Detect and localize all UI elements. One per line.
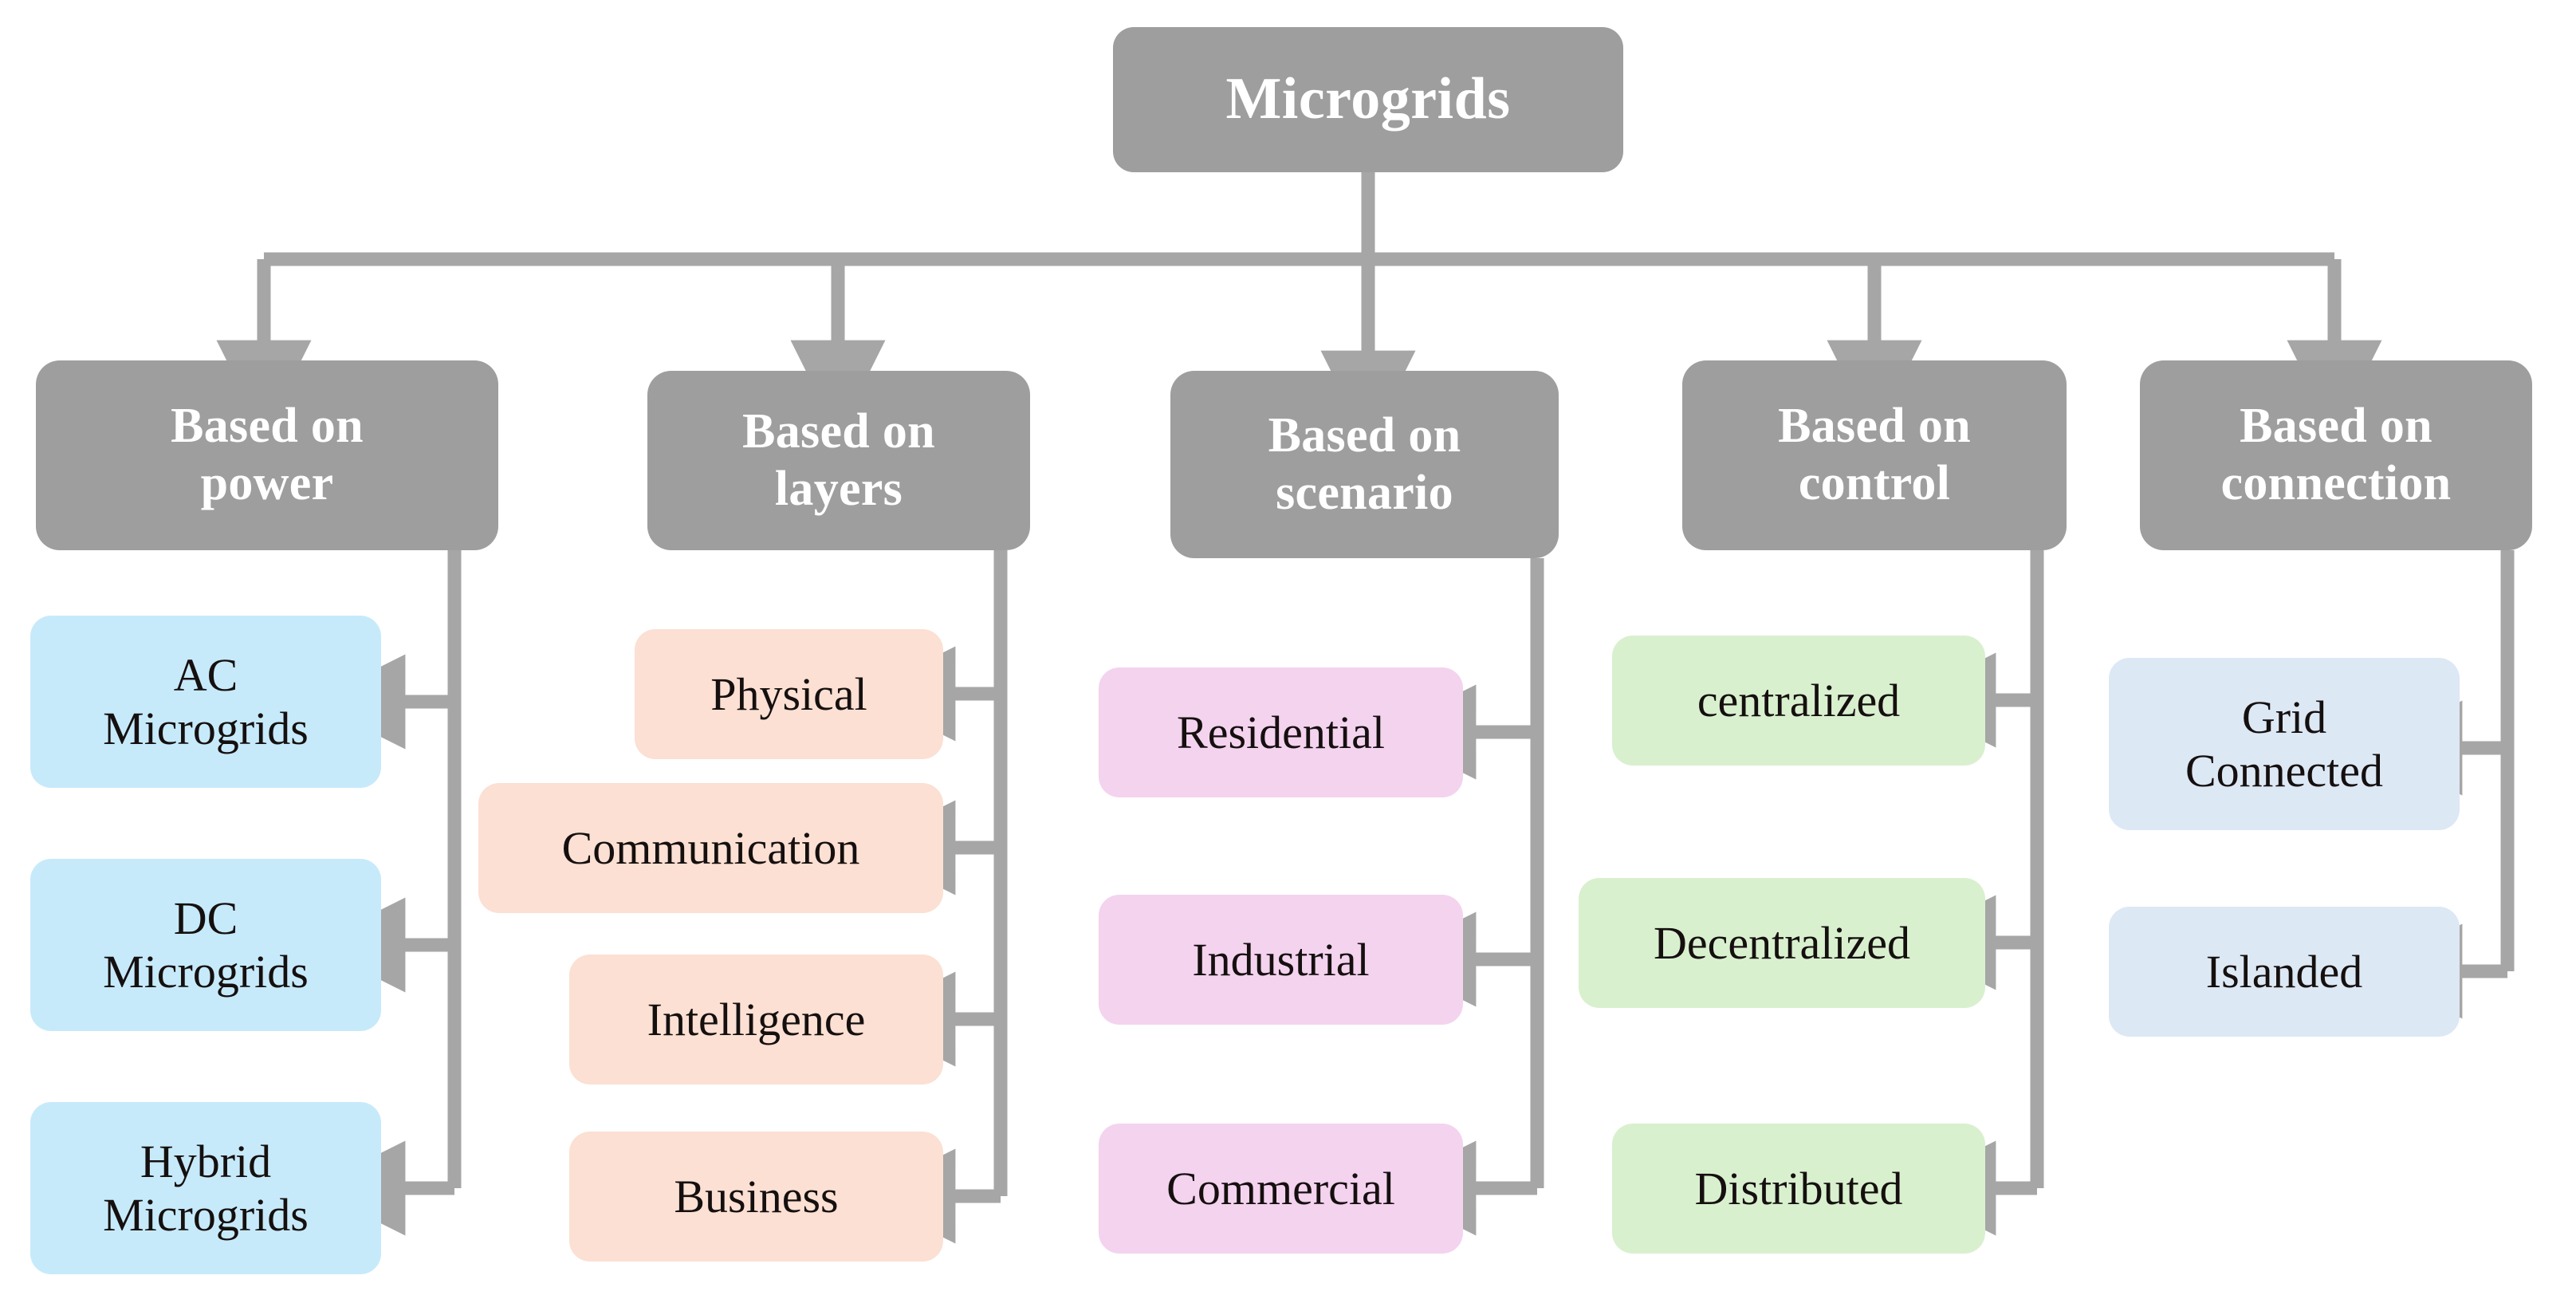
leaf-node-centralized[interactable]: centralized [1612, 636, 1985, 766]
leaf-node-grid-connected[interactable]: Grid Connected [2109, 658, 2460, 830]
leaf-node-physical[interactable]: Physical [635, 629, 943, 759]
category-node-connection[interactable]: Based on connection [2140, 360, 2532, 550]
leaf-node-decentralized[interactable]: Decentralized [1579, 878, 1985, 1008]
category-node-layers[interactable]: Based on layers [647, 371, 1030, 550]
leaf-node-intelligence[interactable]: Intelligence [569, 955, 943, 1085]
leaf-node-islanded[interactable]: Islanded [2109, 907, 2460, 1037]
leaf-node-distributed[interactable]: Distributed [1612, 1124, 1985, 1254]
leaf-node-communication[interactable]: Communication [478, 783, 943, 913]
leaf-node-business[interactable]: Business [569, 1132, 943, 1262]
leaf-node-hybrid-microgrids[interactable]: Hybrid Microgrids [30, 1102, 381, 1274]
category-node-scenario[interactable]: Based on scenario [1170, 371, 1559, 558]
root-node-microgrids[interactable]: Microgrids [1113, 27, 1623, 172]
leaf-node-residential[interactable]: Residential [1099, 667, 1463, 797]
leaf-node-ac-microgrids[interactable]: AC Microgrids [30, 616, 381, 788]
category-node-power[interactable]: Based on power [36, 360, 498, 550]
leaf-node-dc-microgrids[interactable]: DC Microgrids [30, 859, 381, 1031]
leaf-node-commercial[interactable]: Commercial [1099, 1124, 1463, 1254]
leaf-node-industrial[interactable]: Industrial [1099, 895, 1463, 1025]
category-node-control[interactable]: Based on control [1682, 360, 2067, 550]
